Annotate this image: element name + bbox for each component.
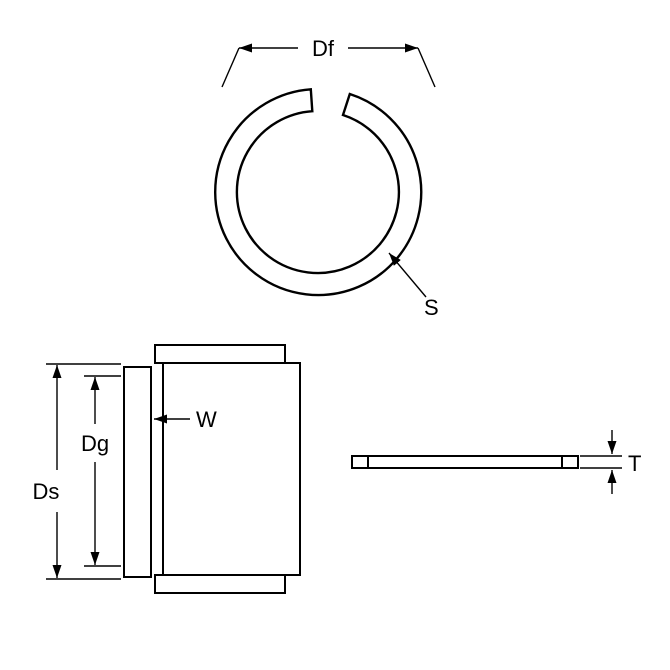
- t-label: T: [628, 451, 641, 476]
- df-extension-left: [221, 47, 240, 88]
- w-label: W: [196, 407, 217, 432]
- ds-dimension: Ds: [33, 363, 121, 580]
- dg-label: Dg: [81, 431, 109, 456]
- ring-front-view: [214, 88, 423, 297]
- housing-hatch-bottom: [154, 574, 286, 594]
- df-label: Df: [312, 36, 335, 61]
- edge-view: [351, 455, 579, 469]
- edge-hatch-right: [561, 455, 579, 469]
- side-view: [123, 344, 301, 594]
- df-dimension: Df: [221, 36, 436, 88]
- w-pointer: W: [154, 407, 217, 432]
- s-arrow: [388, 252, 427, 298]
- edge-hatch-left: [351, 455, 369, 469]
- s-label: S: [424, 295, 439, 320]
- dg-dimension: Dg: [81, 375, 121, 567]
- housing-hatch-top: [154, 344, 286, 364]
- cylinder-body: [162, 362, 301, 576]
- ring-side-view: [123, 366, 152, 578]
- df-extension-right: [417, 47, 436, 88]
- ds-label: Ds: [33, 479, 60, 504]
- ring-outline: [214, 88, 423, 297]
- s-leader: S: [388, 252, 439, 320]
- ring-edge-view: [351, 455, 579, 469]
- t-dimension: T: [580, 430, 641, 494]
